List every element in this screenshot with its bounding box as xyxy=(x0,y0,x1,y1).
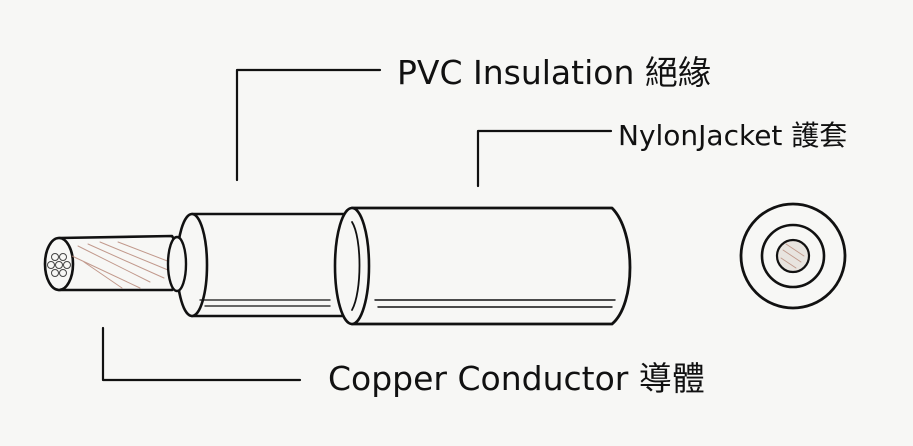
nylon-jacket-label: NylonJacket 護套 xyxy=(618,119,848,152)
copper-leader-line xyxy=(101,326,302,382)
pvc-insulation-label: PVC Insulation 絕緣 xyxy=(397,53,711,92)
pvc-insulation-layer xyxy=(166,212,352,318)
cable-end-view xyxy=(739,202,847,310)
nylon-jacket-layer xyxy=(333,206,632,326)
nylon-leader-line xyxy=(476,129,613,188)
pvc-leader-line xyxy=(235,68,382,182)
copper-conductor-label: Copper Conductor 導體 xyxy=(328,359,705,398)
copper-conductor-core xyxy=(43,234,181,292)
